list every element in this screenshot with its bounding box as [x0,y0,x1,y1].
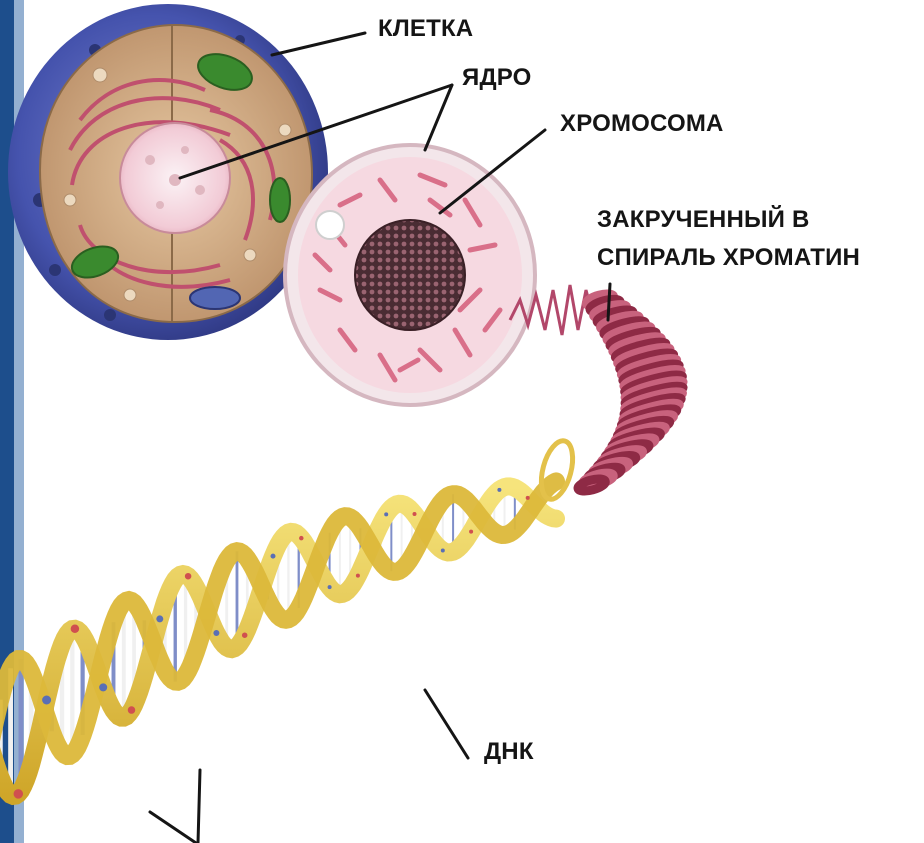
label-nucleus: ЯДРО [462,66,532,90]
label-coiled-chromatin: ЗАКРУЧЕННЫЙ В СПИРАЛЬ ХРОМАТИН [597,201,860,277]
nucleotide-dot [497,488,501,492]
coiled-chromatin [510,285,684,493]
nucleotide-dot [14,789,24,799]
nucleus [285,145,535,405]
nucleotide-dot [356,574,360,578]
nucleotide-dot [99,683,107,691]
nucleotide-dot [469,530,473,534]
nucleotide-dot [441,549,445,553]
label-coiled-line-2: СПИРАЛЬ ХРОМАТИН [597,239,860,277]
nucleotide-dot [128,706,136,714]
nucleotide-dot [185,573,192,580]
nucleotide-dot [42,695,51,704]
label-dna: ДНК [484,740,534,764]
label-chromosome: ХРОМОСОМА [560,112,724,136]
label-cell: КЛЕТКА [378,17,473,41]
nucleotide-dot [242,632,248,638]
label-coiled-line-1: ЗАКРУЧЕННЫЙ В [597,201,860,239]
nucleotide-dot [213,630,219,636]
nucleotide-dot [328,585,332,589]
nucleotide-dot [299,536,304,541]
nucleotide-dot [413,512,417,516]
nucleotide-dot [271,554,276,559]
nucleotide-dot [526,496,530,500]
nucleotide-dot [71,625,80,634]
nucleotide-dot [156,615,163,622]
nucleotide-dot [384,512,388,516]
